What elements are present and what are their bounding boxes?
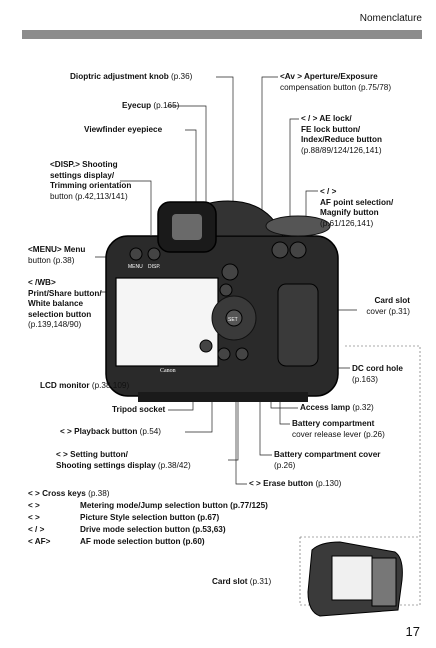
label-dioptric-knob: Dioptric adjustment knob (p.36) xyxy=(70,72,193,81)
page-number: 17 xyxy=(405,624,420,639)
legend-item: < AF>AF mode selection button (p.60) xyxy=(28,537,205,546)
label-lcd-monitor: LCD monitor (p.38,109) xyxy=(40,381,130,390)
label-erase-button: < > Erase button (p.130) xyxy=(249,479,342,488)
legend-list: < > Cross keys (p.38) < >Metering mode/J… xyxy=(28,488,268,548)
label-playback-button: < > Playback button (p.54) xyxy=(60,427,162,436)
brand-mark: Canon xyxy=(160,368,176,374)
label-access-lamp: Access lamp (p.32) xyxy=(300,403,374,412)
legend-item: < >Metering mode/Jump selection button (… xyxy=(28,501,268,510)
header-bar xyxy=(22,30,422,39)
lcd-screen xyxy=(115,277,219,367)
section-title: Nomenclature xyxy=(359,13,422,24)
label-tripod-socket: Tripod socket xyxy=(112,405,166,414)
label-af-point-button: < / >AF point selection/Magnify button(p… xyxy=(320,187,394,228)
legend-item: < > Cross keys (p.38) xyxy=(28,489,110,498)
label-viewfinder: Viewfinder eyepiece xyxy=(84,125,163,134)
label-setting-button: < > Setting button/Shooting settings dis… xyxy=(56,450,191,470)
label-dc-cord-hole: DC cord hole(p.163) xyxy=(352,364,403,384)
card-slot-illustration xyxy=(307,541,403,617)
legend-item: < / >Drive mode selection button (p.53,6… xyxy=(28,525,226,534)
menu-mark: MENU xyxy=(128,264,143,270)
disp-mark: DISP. xyxy=(148,264,160,270)
label-battery-cover: Battery compartment cover(p.26) xyxy=(274,450,381,470)
label-eyecup: Eyecup (p.165) xyxy=(122,101,180,110)
label-card-slot: Card slot (p.31) xyxy=(212,577,272,586)
mode-dial-shape xyxy=(265,215,331,237)
card-slot-cover-shape xyxy=(277,283,319,367)
legend-item: < >Picture Style selection button (p.67) xyxy=(28,513,220,522)
set-mark: SET xyxy=(228,317,238,323)
camera-back-illustration: MENU DISP. SET Canon xyxy=(105,200,339,402)
label-ae-lock-button: < / > AE lock/FE lock button/Index/Reduc… xyxy=(301,114,382,155)
